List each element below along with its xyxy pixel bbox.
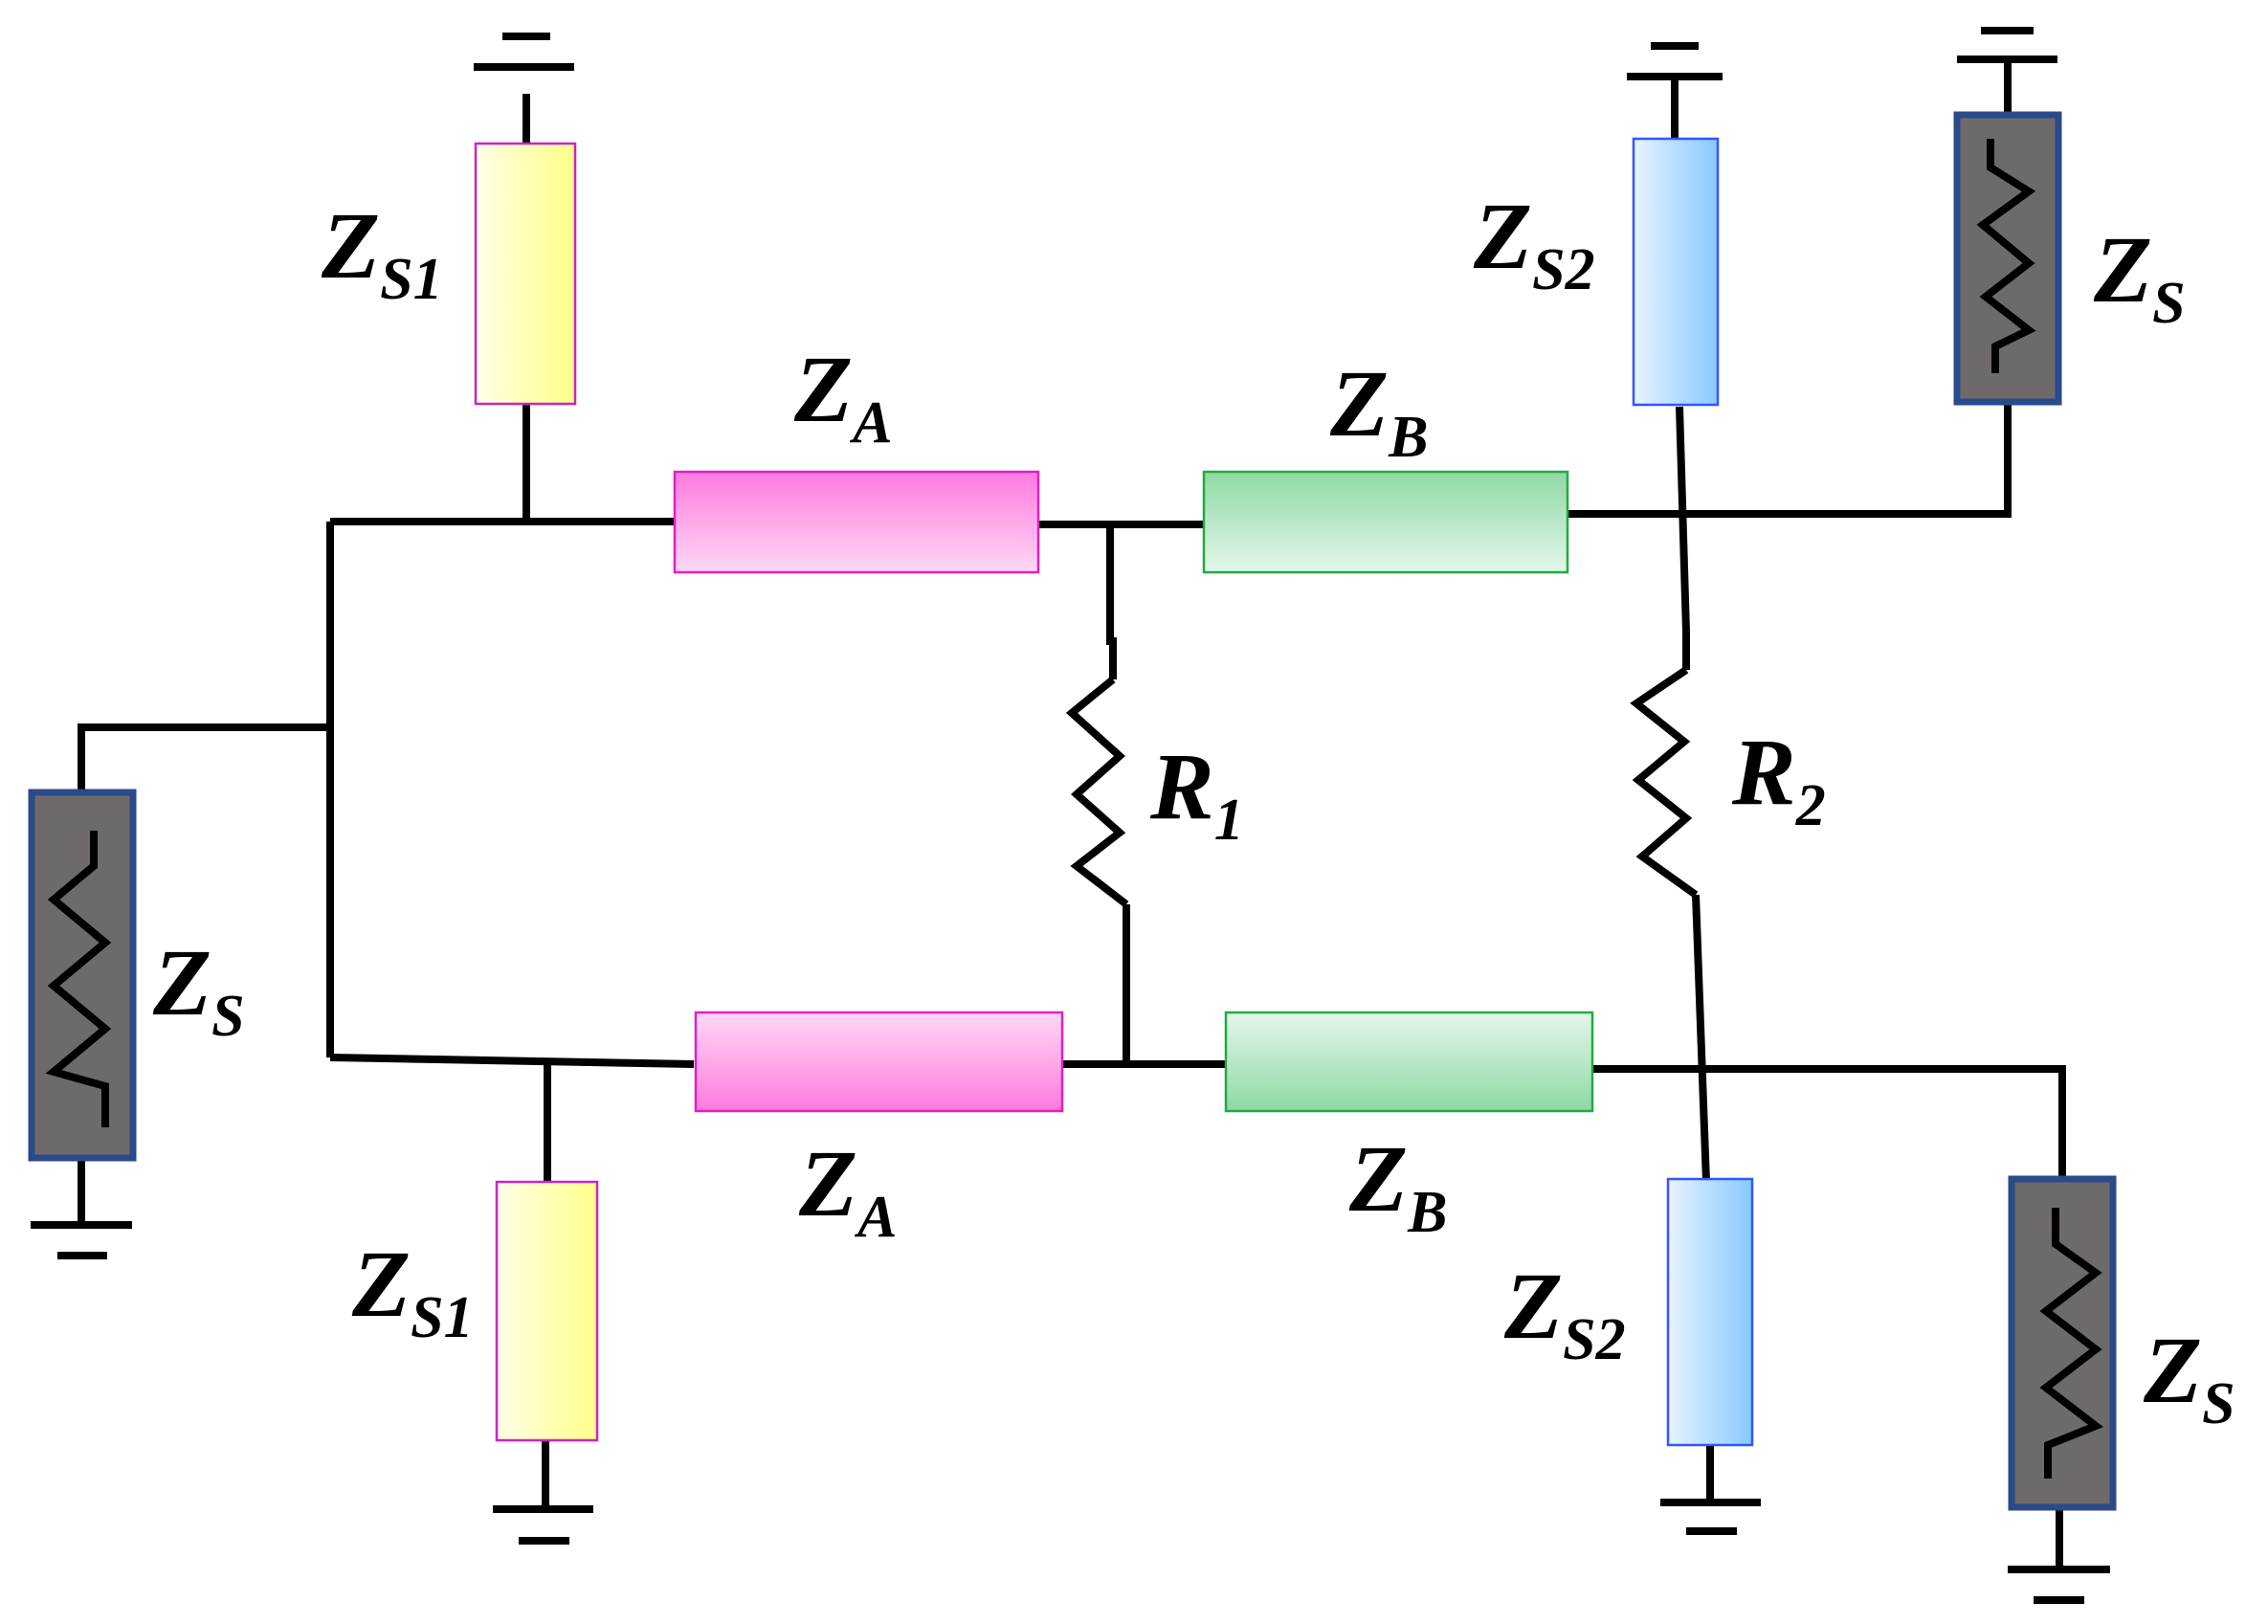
resistor-r1-zigzag: [1065, 676, 1129, 908]
label-zs1-bottom: ZS1: [351, 1231, 474, 1350]
label-za-bottom: ZA: [798, 1130, 897, 1250]
label-zs-right-bottom: ZS: [2143, 1317, 2235, 1436]
line-za-bottom: [694, 1011, 1064, 1113]
ground-icon-zs-right-bottom: [2008, 1507, 2110, 1604]
ground-icon-zs2-bottom: [1660, 1445, 1761, 1535]
ground-icon-zs2-top: [1627, 42, 1723, 139]
resistor-zigzag-icon: [1976, 139, 2036, 373]
label-zs-right-top: ZS: [2093, 216, 2186, 336]
ground-icon-zs1-top: [474, 33, 574, 144]
label-zs2-bottom: ZS2: [1503, 1253, 1626, 1372]
ground-icon-zs-right-top: [1957, 27, 2057, 115]
line-zb-top: [1202, 470, 1569, 574]
label-zb-bottom: ZB: [1348, 1125, 1447, 1245]
label-zb-top: ZB: [1329, 350, 1428, 470]
resistor-zigzag-icon: [45, 831, 112, 1127]
stub-zs2-top: [1632, 137, 1720, 407]
label-zs-left: ZS: [152, 929, 245, 1049]
ground-icon-zs-left: [31, 1158, 132, 1259]
line-za-top: [673, 470, 1040, 574]
port-zs-right-top: [1953, 111, 2062, 406]
stub-zs1-bottom: [495, 1180, 599, 1442]
wires: [78, 402, 2066, 1183]
stub-zs2-bottom: [1666, 1177, 1754, 1447]
stub-zs1-top: [474, 142, 577, 406]
port-zs-right-bottom: [2008, 1175, 2117, 1511]
label-zs1-top: ZS1: [321, 192, 443, 312]
ground-icon-zs1-bottom: [493, 1440, 593, 1545]
label-r2: R2: [1731, 719, 1826, 838]
label-za-top: ZA: [793, 336, 892, 456]
port-zs-left: [28, 789, 137, 1162]
line-zb-bottom: [1224, 1011, 1594, 1113]
resistor-r2-zigzag: [1630, 666, 1699, 899]
resistor-zigzag-icon: [2039, 1208, 2104, 1479]
label-r1: R1: [1149, 733, 1244, 853]
label-zs2-top: ZS2: [1473, 183, 1595, 302]
